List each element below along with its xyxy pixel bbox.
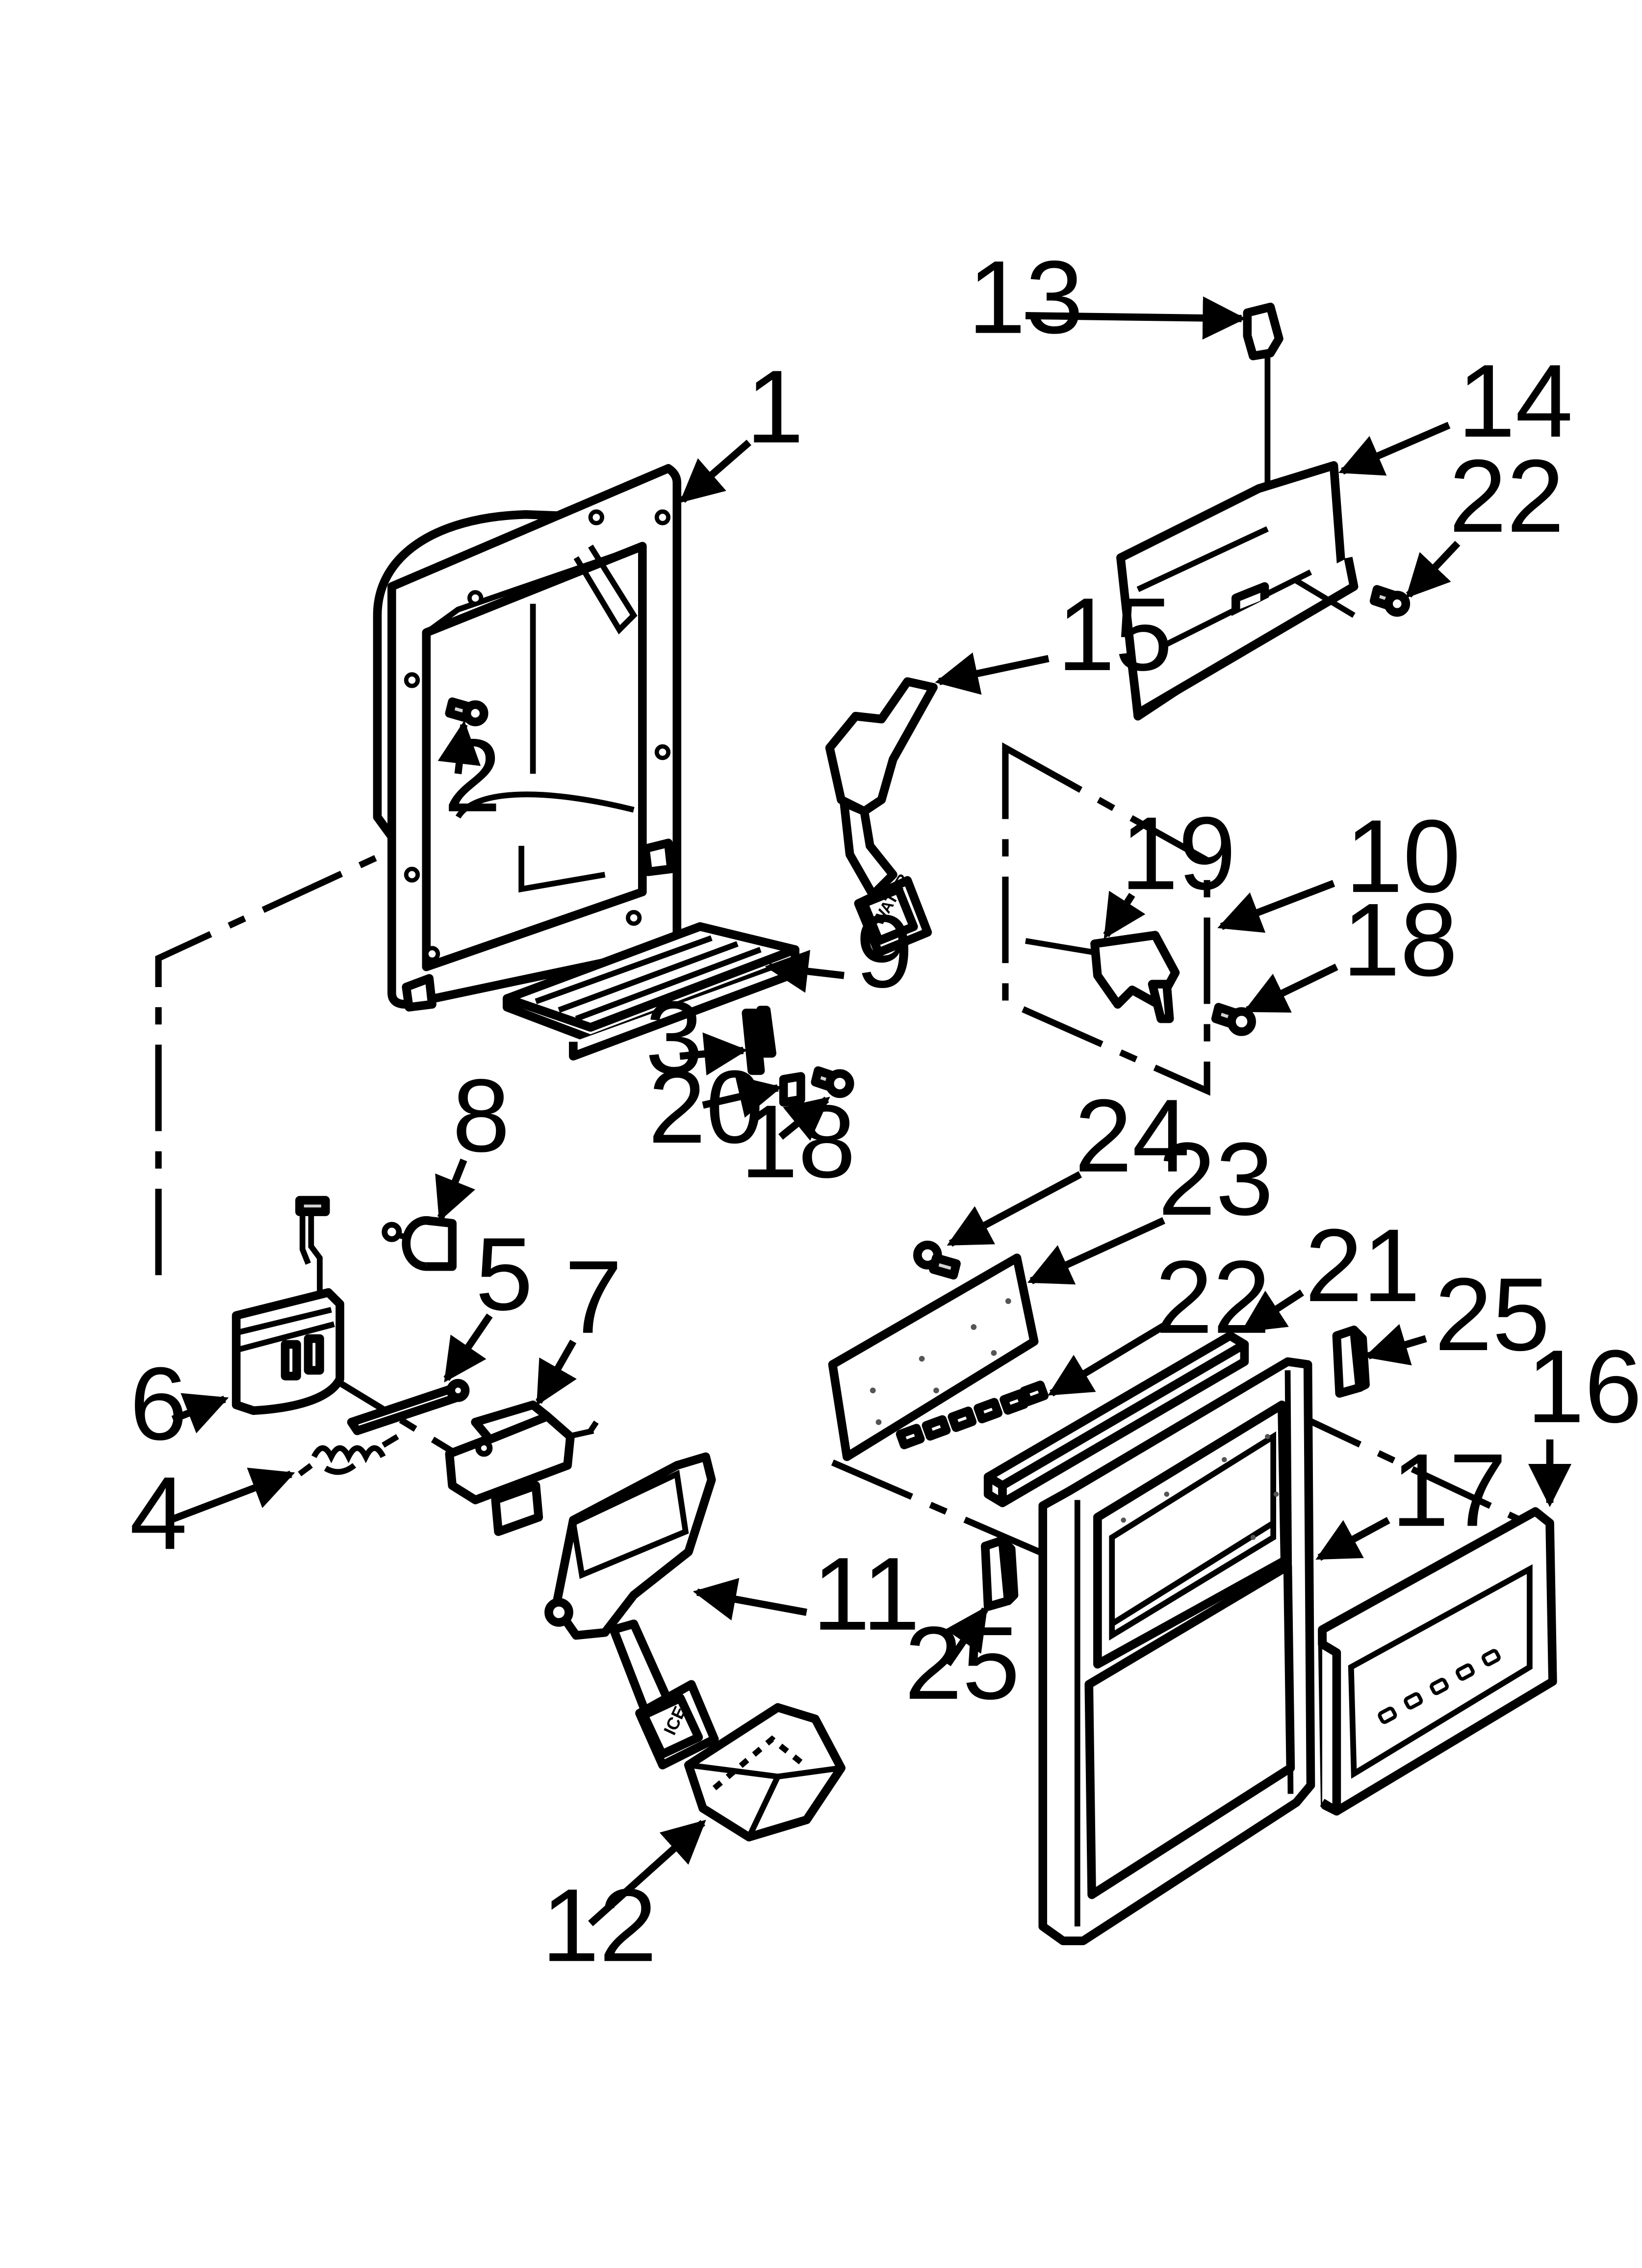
callout-3: 3 [645, 980, 703, 1095]
callout-7: 7 [564, 1239, 622, 1355]
callout-17: 17 [1391, 1432, 1507, 1548]
part-24-screw [913, 1240, 961, 1280]
part-14-switch-bracket [1116, 461, 1359, 721]
part-18-screw-upper [1211, 1003, 1256, 1036]
part-18-screw-lower [811, 1066, 854, 1098]
callout-10: 10 [1345, 798, 1461, 914]
callout-6: 6 [129, 1346, 187, 1461]
callout-13: 13 [968, 239, 1083, 355]
callout-16: 16 [1527, 1329, 1642, 1444]
callout-25-lower: 25 [904, 1605, 1020, 1721]
part-25-end-cap-lower [980, 1536, 1019, 1611]
part-16-front-cover [1318, 1507, 1557, 1816]
callout-1: 1 [746, 349, 804, 465]
part-15-water-paddle: WATER [825, 677, 938, 957]
callout-22-lower: 22 [1155, 1239, 1270, 1355]
part-25-end-cap-upper [1332, 1326, 1370, 1398]
callout-labels: 13 1 14 22 15 2 19 10 18 9 3 20 18 8 24 … [129, 239, 1642, 1983]
callout-4: 4 [129, 1455, 187, 1571]
callout-20: 20 [648, 1049, 764, 1165]
callout-19: 19 [1121, 795, 1236, 911]
part-23-control-board [828, 1253, 1039, 1461]
callout-8: 8 [452, 1058, 510, 1173]
part-13-switch [1243, 302, 1283, 495]
part-21-trim-bar [983, 1331, 1249, 1508]
part-12-ice-chute [684, 1703, 846, 1842]
part-22-screw-upper [1369, 585, 1411, 617]
part-9-drip-tray [502, 922, 799, 1061]
part-4-spring [298, 1434, 399, 1477]
callout-18-lower: 18 [741, 1084, 856, 1199]
part-7-ice-actuator [445, 1400, 599, 1536]
part-6-switch-assembly [231, 1196, 344, 1415]
part-22-button-set [896, 1381, 1049, 1450]
callout-15: 15 [1057, 576, 1173, 692]
part-19-actuator-lever [1025, 931, 1180, 1023]
leader-lines [168, 296, 1572, 1927]
callout-25-upper: 25 [1435, 1256, 1550, 1372]
callout-23: 23 [1158, 1121, 1273, 1237]
callout-2: 2 [444, 718, 502, 834]
callout-21: 21 [1305, 1207, 1420, 1323]
part-11-ice-paddle: ICE [544, 1452, 719, 1770]
callout-22-upper: 22 [1449, 438, 1564, 554]
callout-18-upper: 18 [1342, 882, 1458, 997]
part-5-pivot-pin [347, 1379, 470, 1435]
callout-24: 24 [1075, 1078, 1190, 1194]
callout-14: 14 [1458, 343, 1573, 459]
callout-11: 11 [812, 1536, 920, 1652]
part-1-dispenser-housing [373, 464, 682, 1012]
part-8-solenoid [382, 1216, 457, 1271]
callout-5: 5 [475, 1216, 533, 1332]
callout-9: 9 [855, 893, 913, 1009]
callout-12: 12 [541, 1867, 657, 1983]
part-3-clip [742, 1006, 776, 1075]
part-17-dispenser-frame [1038, 1357, 1315, 1945]
